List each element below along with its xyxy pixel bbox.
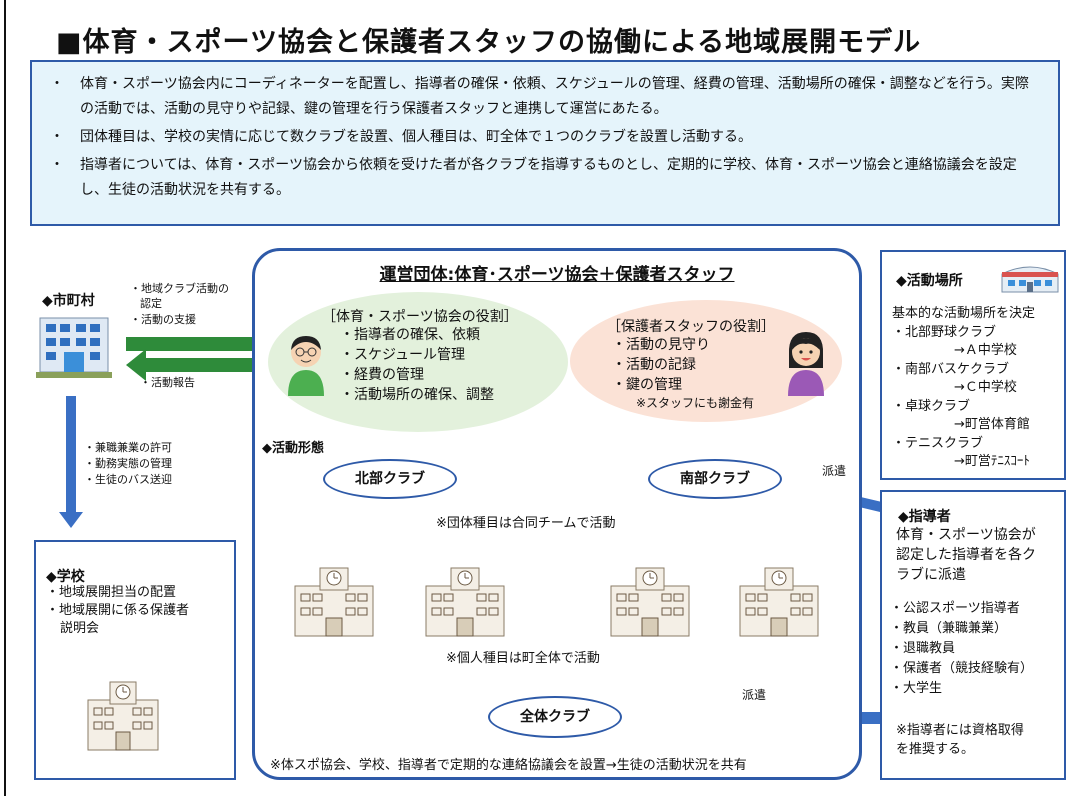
coach-desc: 体育・スポーツ協会が xyxy=(896,527,1036,543)
coach-note: を推奨する。 xyxy=(896,742,975,757)
venue-item: →Ａ中学校 xyxy=(954,343,1017,358)
parent-role-item: ・鍵の管理 xyxy=(612,377,682,393)
city-hall-icon xyxy=(36,317,112,378)
parent-role-title: ［保護者スタッフの役割］ xyxy=(607,319,775,335)
org-title: 運営団体:体育･スポーツ協会＋保護者スタッフ xyxy=(252,260,862,285)
association-role-area xyxy=(268,292,568,432)
all-club: 全体クラブ xyxy=(488,696,622,738)
association-role-title: ［体育・スポーツ協会の役割］ xyxy=(322,309,518,325)
venue-item: ・南部バスケクラブ xyxy=(892,362,1010,377)
org-title-text: 運営団体:体育･スポーツ協会＋保護者スタッフ xyxy=(379,265,735,285)
coach-heading: ◆指導者 xyxy=(898,509,951,525)
venue-item: ・テニスクラブ xyxy=(892,436,984,451)
gymnasium-icon xyxy=(1001,266,1059,293)
venue-item: →町営体育館 xyxy=(954,417,1030,432)
school-item: ・地域展開に係る保護者 xyxy=(46,603,190,618)
venue-item: ・卓球クラブ xyxy=(892,399,971,414)
summary-item: 団体種目は、学校の実情に応じて数クラブを設置、個人種目は、町全体で１つのクラブを… xyxy=(50,125,1034,150)
activity-form-heading: ◆活動形態 xyxy=(262,441,324,456)
coach-type: ・教員（兼職兼業） xyxy=(890,621,1008,636)
page-left-rule xyxy=(4,0,1066,796)
summary-item: 体育・スポーツ協会内にコーディネーターを配置し、指導者の確保・依頼、スケジュール… xyxy=(50,72,1034,122)
venue-heading: ◆活動場所 xyxy=(896,273,963,289)
label-work-management: ・勤務実態の管理 xyxy=(84,457,172,470)
school-building-icon xyxy=(87,681,159,751)
school-building-icon xyxy=(294,567,374,637)
school-item: ・地域展開担当の配置 xyxy=(46,585,177,600)
arrow-municipality-to-org xyxy=(126,328,286,360)
team-sports-note: ※団体種目は合同チームで活動 xyxy=(436,516,616,531)
label-certification-line1: ・地域クラブ活動の xyxy=(130,282,229,295)
association-role-item: ・指導者の確保、依頼 xyxy=(340,327,480,343)
summary-item: 指導者については、体育・スポーツ協会から依頼を受けた者が各クラブを指導するものと… xyxy=(50,153,1034,203)
association-role-item: ・活動場所の確保、調整 xyxy=(340,387,494,403)
parent-staff-icon xyxy=(788,332,824,396)
venue-intro: 基本的な活動場所を決定 xyxy=(892,306,1036,321)
school-building-icon xyxy=(610,567,690,637)
label-certification-line2: 認定 xyxy=(140,297,162,310)
arrow-municipality-to-school xyxy=(59,396,83,528)
school-building-icon xyxy=(425,567,505,637)
liaison-council-note: ※体スポ協会、学校、指導者で定期的な連絡協議会を設置→生徒の活動状況を共有 xyxy=(270,758,747,773)
parent-role-note: ※スタッフにも謝金有 xyxy=(636,396,755,410)
south-club: 南部クラブ xyxy=(648,459,782,499)
label-activity-report: ・活動報告 xyxy=(140,376,195,389)
venue-item: →町営ﾃﾆｽｺｰﾄ xyxy=(954,454,1030,469)
parent-role-item: ・活動の見守り xyxy=(612,337,710,353)
coach-type: ・保護者（競技経験有） xyxy=(890,661,1034,676)
parent-role-item: ・活動の記録 xyxy=(612,357,696,373)
coach-desc: 認定した指導者を各ク xyxy=(896,547,1036,563)
municipality-heading: ◆市町村 xyxy=(42,293,95,309)
school-item: 説明会 xyxy=(60,621,100,636)
coach-desc: ラブに派遣 xyxy=(896,567,966,583)
coach-box xyxy=(880,490,1066,780)
association-staff-icon xyxy=(288,336,324,396)
individual-sports-note: ※個人種目は町全体で活動 xyxy=(446,651,600,666)
label-support: ・活動の支援 xyxy=(130,313,196,326)
venue-item: →Ｃ中学校 xyxy=(954,380,1017,395)
coach-type: ・公認スポーツ指導者 xyxy=(890,601,1020,616)
label-side-job-permit: ・兼職兼業の許可 xyxy=(84,441,172,454)
coach-note: ※指導者には資格取得 xyxy=(896,723,1024,738)
association-role-item: ・スケジュール管理 xyxy=(340,347,466,363)
label-bus-transport: ・生徒のバス送迎 xyxy=(84,473,172,486)
north-club: 北部クラブ xyxy=(323,459,457,499)
coach-type: ・大学生 xyxy=(890,681,943,696)
dispatch-label-south: 派遣 xyxy=(822,464,847,478)
dispatch-label-all: 派遣 xyxy=(742,688,767,702)
page-title: ■体育・スポーツ協会と保護者スタッフの協働による地域展開モデル xyxy=(56,27,922,58)
coach-type: ・退職教員 xyxy=(890,641,956,656)
arrow-org-to-municipality xyxy=(126,349,286,381)
school-building-icon xyxy=(739,567,819,637)
venue-item: ・北部野球クラブ xyxy=(892,325,997,340)
summary-box: 体育・スポーツ協会内にコーディネーターを配置し、指導者の確保・依頼、スケジュール… xyxy=(30,60,1060,226)
school-heading: ◆学校 xyxy=(46,569,85,585)
association-role-item: ・経費の管理 xyxy=(340,367,424,383)
